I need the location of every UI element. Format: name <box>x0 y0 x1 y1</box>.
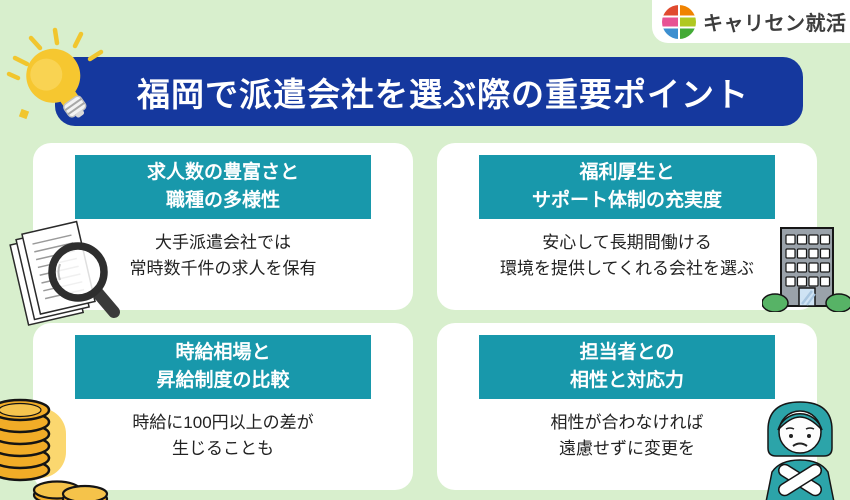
card-header-line1: 求人数の豊富さと <box>146 161 299 183</box>
card-header-line2: サポート体制の充実度 <box>531 190 722 211</box>
card-body-line1: 相性が合わなければ <box>550 413 704 432</box>
card-body: 大手派遣会社では 常時数千件の求人を保有 <box>33 230 413 283</box>
person-declining-icon <box>765 401 835 500</box>
logo-text: キャリセン就活 <box>703 13 847 35</box>
carisen-logo-icon <box>662 4 696 39</box>
card-header-line1: 時給相場と <box>175 341 271 363</box>
magnifier-documents-icon <box>9 220 120 326</box>
logo-plate: キャリセン就活 <box>652 0 850 43</box>
lightbulb-icon <box>6 27 104 120</box>
card-header: 担当者との 相性と対応力 <box>479 335 775 399</box>
card-body: 安心して長期間働ける 環境を提供してくれる会社を選ぶ <box>437 230 817 283</box>
card-header: 求人数の豊富さと 職種の多様性 <box>75 155 371 219</box>
office-building-icon <box>762 227 850 312</box>
card-header-line2: 職種の多様性 <box>165 190 280 211</box>
card-header-line1: 担当者との <box>579 341 675 363</box>
card-body: 時給に100円以上の差が 生じることも <box>33 410 413 463</box>
point-card-wage: 時給相場と 昇給制度の比較 時給に100円以上の差が 生じることも <box>33 323 413 490</box>
card-header-line2: 相性と対応力 <box>569 370 684 391</box>
card-header: 時給相場と 昇給制度の比較 <box>75 335 371 399</box>
card-body-line2: 生じることも <box>172 439 274 459</box>
card-header-line2: 昇給制度の比較 <box>156 370 290 391</box>
card-body: 相性が合わなければ 遠慮せずに変更を <box>437 410 817 463</box>
point-card-agent: 担当者との 相性と対応力 相性が合わなければ 遠慮せずに変更を <box>437 323 817 490</box>
card-body-line1: 時給に100円以上の差が <box>132 413 314 432</box>
point-card-welfare: 福利厚生と サポート体制の充実度 安心して長期間働ける 環境を提供してくれる会社… <box>437 143 817 310</box>
card-body-line1: 大手派遣会社では <box>155 233 291 252</box>
card-header-line1: 福利厚生と <box>579 161 675 183</box>
card-body-line2: 環境を提供してくれる会社を選ぶ <box>500 259 754 279</box>
card-body-line2: 常時数千件の求人を保有 <box>129 259 317 279</box>
card-body-line1: 安心して長期間働ける <box>542 233 712 252</box>
page-title: 福岡で派遣会社を選ぶ際の重要ポイント <box>137 75 749 113</box>
coins-icon <box>0 398 109 500</box>
card-header: 福利厚生と サポート体制の充実度 <box>479 155 775 219</box>
card-body-line2: 遠慮せずに変更を <box>559 439 695 459</box>
title-banner: 福岡で派遣会社を選ぶ際の重要ポイント <box>55 57 803 126</box>
